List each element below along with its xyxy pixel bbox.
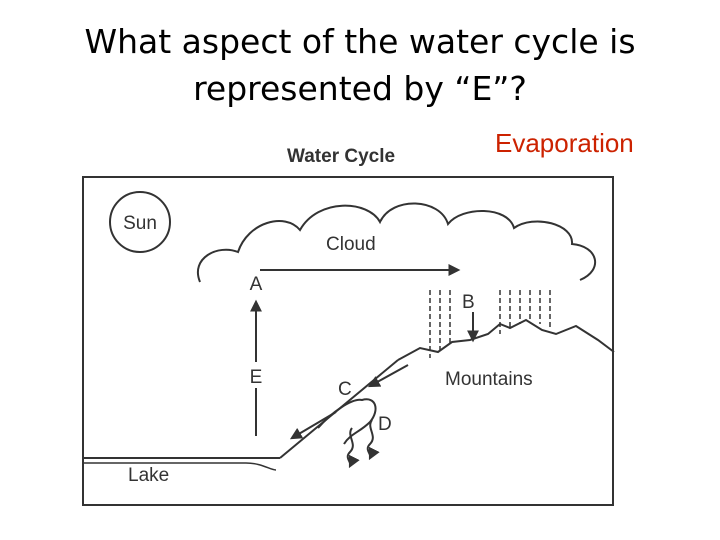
mountains-label: Mountains [445, 369, 533, 390]
label-b: B [462, 292, 475, 313]
cloud-label: Cloud [326, 234, 376, 255]
cloud-outline [197, 202, 597, 283]
label-e: E [250, 367, 263, 388]
slide-title: What aspect of the water cycle is repres… [30, 18, 690, 112]
mountain-outline [397, 318, 615, 361]
runoff-channel [317, 398, 377, 445]
slide-title-line-2: represented by “E”? [193, 69, 527, 108]
rain: B [429, 290, 551, 358]
sun-circle [109, 191, 171, 253]
mountains: Mountains [397, 318, 615, 390]
label-e-gap [244, 362, 268, 388]
lake-label: Lake [128, 465, 169, 486]
diagram-title: Water Cycle [287, 146, 396, 167]
lake-basin [84, 462, 277, 471]
sun: Sun [109, 191, 171, 253]
runoff-arrow-upper [367, 364, 409, 388]
infiltration-arrow-left [346, 427, 360, 469]
slide-title-line-1: What aspect of the water cycle is [84, 22, 636, 61]
cloud: Cloud [197, 202, 597, 283]
label-c: C [338, 379, 352, 400]
label-a: A [250, 274, 263, 295]
lake: Lake [84, 457, 280, 486]
sun-label: Sun [123, 213, 157, 234]
infiltration: D [346, 414, 392, 469]
label-d: D [378, 414, 392, 435]
infiltration-arrow-right [366, 419, 380, 461]
answer-text: Evaporation [495, 128, 634, 158]
runoff-arrow-lower [289, 411, 337, 440]
diagram-frame [82, 176, 614, 506]
